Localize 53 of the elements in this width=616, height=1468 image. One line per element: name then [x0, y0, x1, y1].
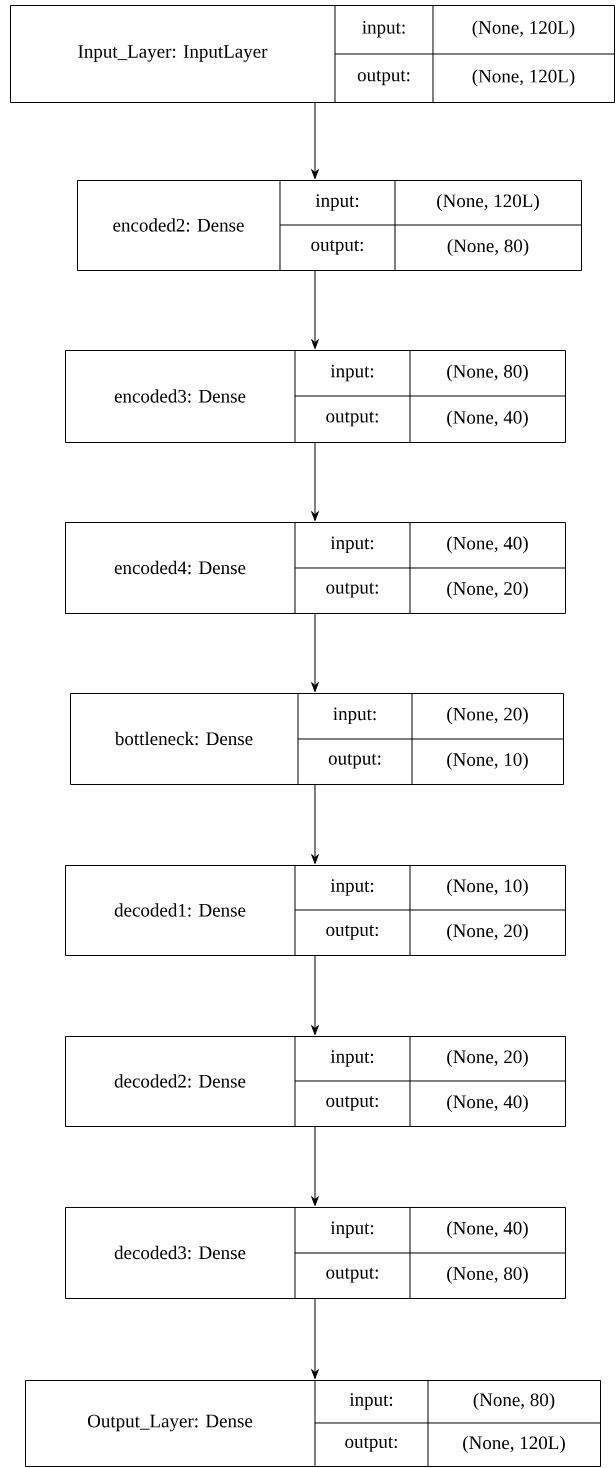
port-label: output: [326, 411, 378, 427]
arrow [311, 270, 319, 350]
shape-value: (None, 80) [473, 1392, 555, 1411]
layer-name: Output_Layer: Dense [87, 1414, 253, 1432]
port-label: output: [326, 1096, 378, 1111]
layer-name: bottleneck: Dense [114, 731, 253, 746]
port-label: output: [326, 582, 378, 598]
port-label: input: [330, 1221, 374, 1239]
port-label: input: [330, 879, 374, 896]
shape-value: (None, 80) [447, 1266, 528, 1284]
port-label: input: [349, 1393, 393, 1410]
port-label: output: [326, 925, 378, 940]
port-label: input: [330, 536, 374, 554]
shape-value: (None, 10) [447, 878, 528, 897]
shape-value: (None, 40) [447, 410, 528, 428]
layer-name: encoded4: Dense [114, 560, 246, 575]
port-label: input: [330, 364, 374, 382]
port-label: output: [357, 70, 410, 86]
shape-value: (None, 20) [447, 707, 528, 725]
shape-value: (None, 20) [447, 923, 528, 942]
arrow [311, 1126, 319, 1207]
port-label: output: [345, 1437, 397, 1452]
shape-value: (None, 40) [447, 1221, 528, 1239]
shape-value: (None, 120L) [463, 1435, 565, 1454]
shape-value: (None, 80) [447, 364, 528, 382]
port-label: output: [328, 753, 381, 769]
shape-value: (None, 80) [447, 238, 529, 257]
arrow [311, 613, 319, 693]
port-label: input: [330, 1050, 374, 1067]
arrow [311, 1298, 319, 1380]
arrow [311, 102, 319, 180]
shape-value: (None, 40) [447, 1094, 528, 1113]
shape-value: (None, 120L) [472, 20, 575, 38]
shape-value: (None, 40) [447, 536, 528, 554]
shape-value: (None, 120L) [437, 193, 539, 212]
layer-name: decoded1: Dense [114, 903, 246, 917]
port-label: input: [362, 20, 405, 38]
port-label: output: [311, 240, 363, 255]
layer-name: decoded2: Dense [114, 1074, 246, 1088]
layer-name: encoded3: Dense [114, 389, 246, 403]
layer-name: Input_Layer: InputLayer [78, 45, 268, 62]
shape-value: (None, 120L) [472, 69, 575, 87]
shape-value: (None, 20) [447, 1049, 528, 1068]
port-label: output: [326, 1267, 378, 1283]
arrow [311, 955, 319, 1036]
layer-name: encoded2: Dense [113, 218, 244, 232]
port-label: input: [315, 194, 359, 211]
layer-name: decoded3: Dense [114, 1245, 246, 1260]
arrow [311, 442, 319, 522]
arrow [311, 784, 319, 865]
shape-value: (None, 10) [447, 752, 528, 770]
shape-value: (None, 20) [447, 581, 528, 599]
port-label: input: [333, 707, 376, 725]
